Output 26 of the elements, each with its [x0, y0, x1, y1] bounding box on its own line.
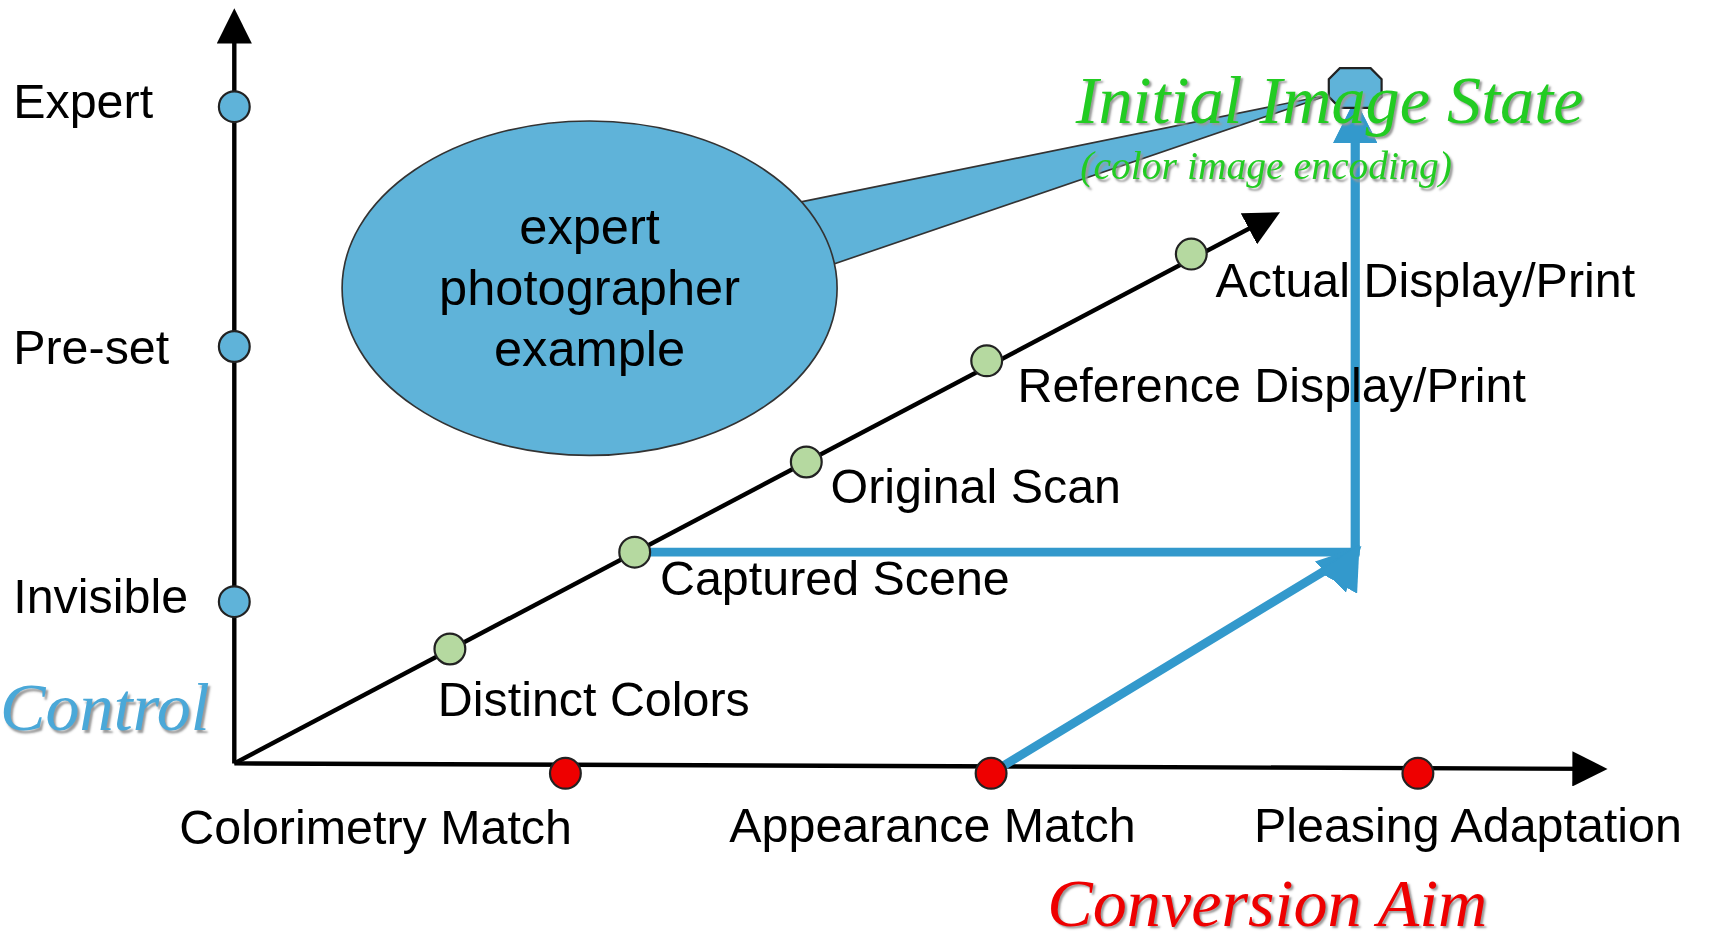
axis-point [548, 756, 582, 790]
axis-point [974, 756, 1008, 790]
axis-title: Control [0, 673, 210, 742]
axis-point-label: Expert [13, 77, 154, 126]
axis-title: Conversion Aim [1047, 869, 1488, 935]
axis-point-label: Original Scan [830, 462, 1122, 511]
axis-point [1401, 756, 1435, 790]
axis-point [1174, 237, 1208, 271]
axis-point-label: Distinct Colors [437, 675, 750, 724]
axis-point-label: Appearance Match [729, 800, 1136, 850]
axis-point-label: Actual Display/Print [1215, 256, 1636, 305]
axis-point [217, 585, 251, 619]
axis-point-label: Pleasing Adaptation [1254, 800, 1682, 850]
axis-point-label: Captured Scene [660, 554, 1010, 603]
speech-bubble [341, 119, 839, 457]
axis-point-label: Pre-set [13, 323, 170, 372]
axis-point [970, 344, 1004, 378]
axis-point [217, 90, 251, 124]
axis-point [618, 535, 652, 569]
axis-point-label: Colorimetry Match [179, 803, 572, 852]
axis-point [433, 632, 467, 666]
axis-point-label: Invisible [13, 572, 189, 621]
arrow [1001, 107, 1377, 770]
axis-point [789, 445, 823, 479]
axis-point [217, 330, 251, 363]
bubble-text: expert photographer example [438, 197, 742, 379]
